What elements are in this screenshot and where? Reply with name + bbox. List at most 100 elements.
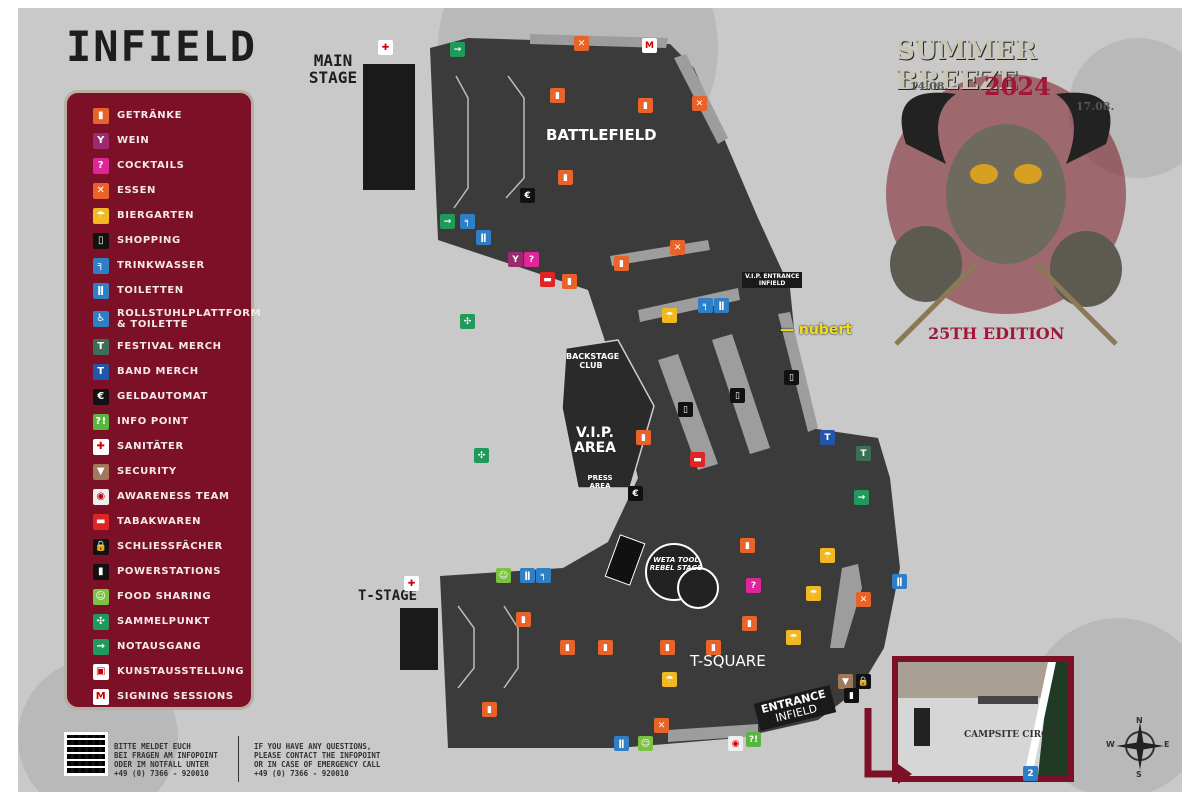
legend-label: BAND MERCH: [117, 366, 199, 377]
legend-item: 🔒 SCHLIESSFÄCHER: [93, 534, 251, 559]
summer-breeze-logo: SUMMER BREEZE 2024 14.08. 17.08. 25TH ED…: [866, 24, 1156, 364]
drink-icon: ▮: [93, 107, 109, 124]
lock-icon: 🔒: [93, 538, 109, 555]
legend-item: ♿ ROLLSTUHLPLATTFORM & TOILETTE: [93, 303, 261, 334]
map-marker-toilet-icon: ǁ: [614, 736, 629, 751]
backstage-club-label: BACKSTAGE CLUB: [566, 352, 620, 370]
legend-label: INFO POINT: [117, 416, 189, 427]
legend-label: SHOPPING: [117, 235, 181, 246]
map-marker-emergency-exit-icon: →: [854, 490, 869, 505]
legend-label: WEIN: [117, 135, 150, 146]
skull-artwork: [886, 74, 1126, 346]
legend-label: SAMMELPUNKT: [117, 616, 211, 627]
legend-label: ROLLSTUHLPLATTFORM & TOILETTE: [117, 307, 262, 330]
map-marker-drink-icon: ▮: [558, 170, 573, 185]
map-marker-shopping-bag-icon: ▯: [730, 388, 745, 403]
map-marker-lock-icon: 🔒: [856, 674, 871, 689]
map-marker-food-icon: ✕: [654, 718, 669, 733]
campsite-circus-label: CAMPSITE CIRCUS: [964, 730, 1063, 740]
legend-label: TRINKWASSER: [117, 260, 205, 271]
toilet-icon: ǁ: [93, 282, 109, 299]
map-marker-first-aid-icon: ✚: [378, 40, 393, 55]
main-stage: [363, 64, 415, 190]
stage-barriers: [453, 75, 525, 689]
signing-session-icon: M: [93, 688, 109, 705]
legend-label: NOTAUSGANG: [117, 641, 202, 652]
main-stage-label: MAIN STAGE: [308, 51, 358, 87]
wine-icon: Y: [93, 132, 109, 149]
map-marker-first-aid-icon: ✚: [404, 576, 419, 591]
map-marker-drink-icon: ▮: [740, 538, 755, 553]
map-marker-drink-icon: ▮: [742, 616, 757, 631]
legend-item: ▣ KUNSTAUSSTELLUNG: [93, 659, 251, 684]
legend-item: ? COCKTAILS: [93, 153, 251, 178]
page-title: INFIELD: [66, 22, 258, 71]
legend-label: COCKTAILS: [117, 160, 185, 171]
map-marker-water-tap-icon: ╕: [698, 298, 713, 313]
legend-item: ▮ GETRÄNKE: [93, 103, 251, 128]
legend-label: GETRÄNKE: [117, 110, 183, 121]
legend-item: ✚SANITÄTER: [93, 434, 251, 459]
art-exhibition-icon: ▣: [93, 663, 109, 680]
beer-garden-icon: ☂: [93, 207, 109, 224]
map-marker-cocktail-icon: ?: [746, 578, 761, 593]
legend-item: ◉AWARENESS TEAM: [93, 484, 251, 509]
qr-code[interactable]: [64, 732, 108, 776]
compass-w: W: [1106, 740, 1115, 749]
map-marker-shopping-bag-icon: ▯: [784, 370, 799, 385]
map-marker-emergency-exit-icon: →: [440, 214, 455, 229]
t-stage: [400, 608, 438, 670]
footer-text-german: BITTE MELDET EUCH BEI FRAGEN AM INFOPOIN…: [114, 742, 218, 778]
compass-rose-icon: [1116, 722, 1164, 770]
legend-label: KUNSTAUSSTELLUNG: [117, 666, 245, 677]
map-marker-water-tap-icon: ╕: [536, 568, 551, 583]
map-marker-festival-merch-shirt-icon: T: [856, 446, 871, 461]
map-marker-beer-garden-icon: ☂: [820, 548, 835, 563]
map-marker-beer-garden-icon: ☂: [662, 308, 677, 323]
map-marker-food-icon: ✕: [856, 592, 871, 607]
legend-label: SCHLIESSFÄCHER: [117, 541, 223, 552]
map-marker-drink-icon: ▮: [516, 612, 531, 627]
map-marker-drink-icon: ▮: [614, 256, 629, 271]
map-marker-drink-icon: ▮: [550, 88, 565, 103]
legend-item: ▯SHOPPING: [93, 228, 251, 253]
legend-item: €GELDAUTOMAT: [93, 384, 251, 409]
compass-s: S: [1136, 770, 1142, 779]
map-marker-drink-icon: ▮: [482, 702, 497, 717]
festival-date-start: 14.08.: [910, 80, 949, 93]
map-marker-drink-icon: ▮: [660, 640, 675, 655]
atm-icon: €: [93, 388, 109, 405]
legend-label: TOILETTEN: [117, 285, 184, 296]
legend-item: ☂BIERGARTEN: [93, 203, 251, 228]
map-marker-drink-icon: ▮: [706, 640, 721, 655]
legend-item: ▼SECURITY: [93, 459, 251, 484]
footer-divider: [238, 736, 239, 782]
legend-item: ╕TRINKWASSER: [93, 253, 251, 278]
festival-merch-shirt-icon: T: [93, 338, 109, 355]
infield-map-page: INFIELD MAIN STAGE T-STAGE BATTLEFIELD B…: [18, 8, 1182, 792]
legend-panel: ▮ GETRÄNKE Y WEIN? COCKTAILS ✕ ESSEN ☂BIERGARTE…: [64, 90, 261, 710]
campsite-number-badge: 2: [1023, 766, 1038, 781]
legend-item: T FESTIVAL MERCH: [93, 334, 251, 359]
first-aid-icon: ✚: [93, 438, 109, 455]
cigarette-icon: ▬: [93, 513, 109, 530]
food-icon: ✕: [93, 182, 109, 199]
legend-label: POWERSTATIONS: [117, 566, 222, 577]
legend-label: FESTIVAL MERCH: [117, 341, 222, 352]
map-marker-assembly-point-icon: ✣: [474, 448, 489, 463]
map-marker-eye-icon: ◉: [728, 736, 743, 751]
legend-item: ?!INFO POINT: [93, 409, 251, 434]
legend-label: FOOD SHARING: [117, 591, 212, 602]
legend-label: TABAKWAREN: [117, 516, 202, 527]
map-marker-wine-icon: Y: [508, 252, 523, 267]
wheelchair-icon: ♿: [93, 310, 109, 327]
security-badge-icon: ▼: [93, 463, 109, 480]
legend-label: ESSEN: [117, 185, 156, 196]
map-marker-atm-icon: €: [520, 188, 535, 203]
cocktail-icon: ?: [93, 157, 109, 174]
map-marker-food-icon: ✕: [692, 96, 707, 111]
eye-icon: ◉: [93, 488, 109, 505]
